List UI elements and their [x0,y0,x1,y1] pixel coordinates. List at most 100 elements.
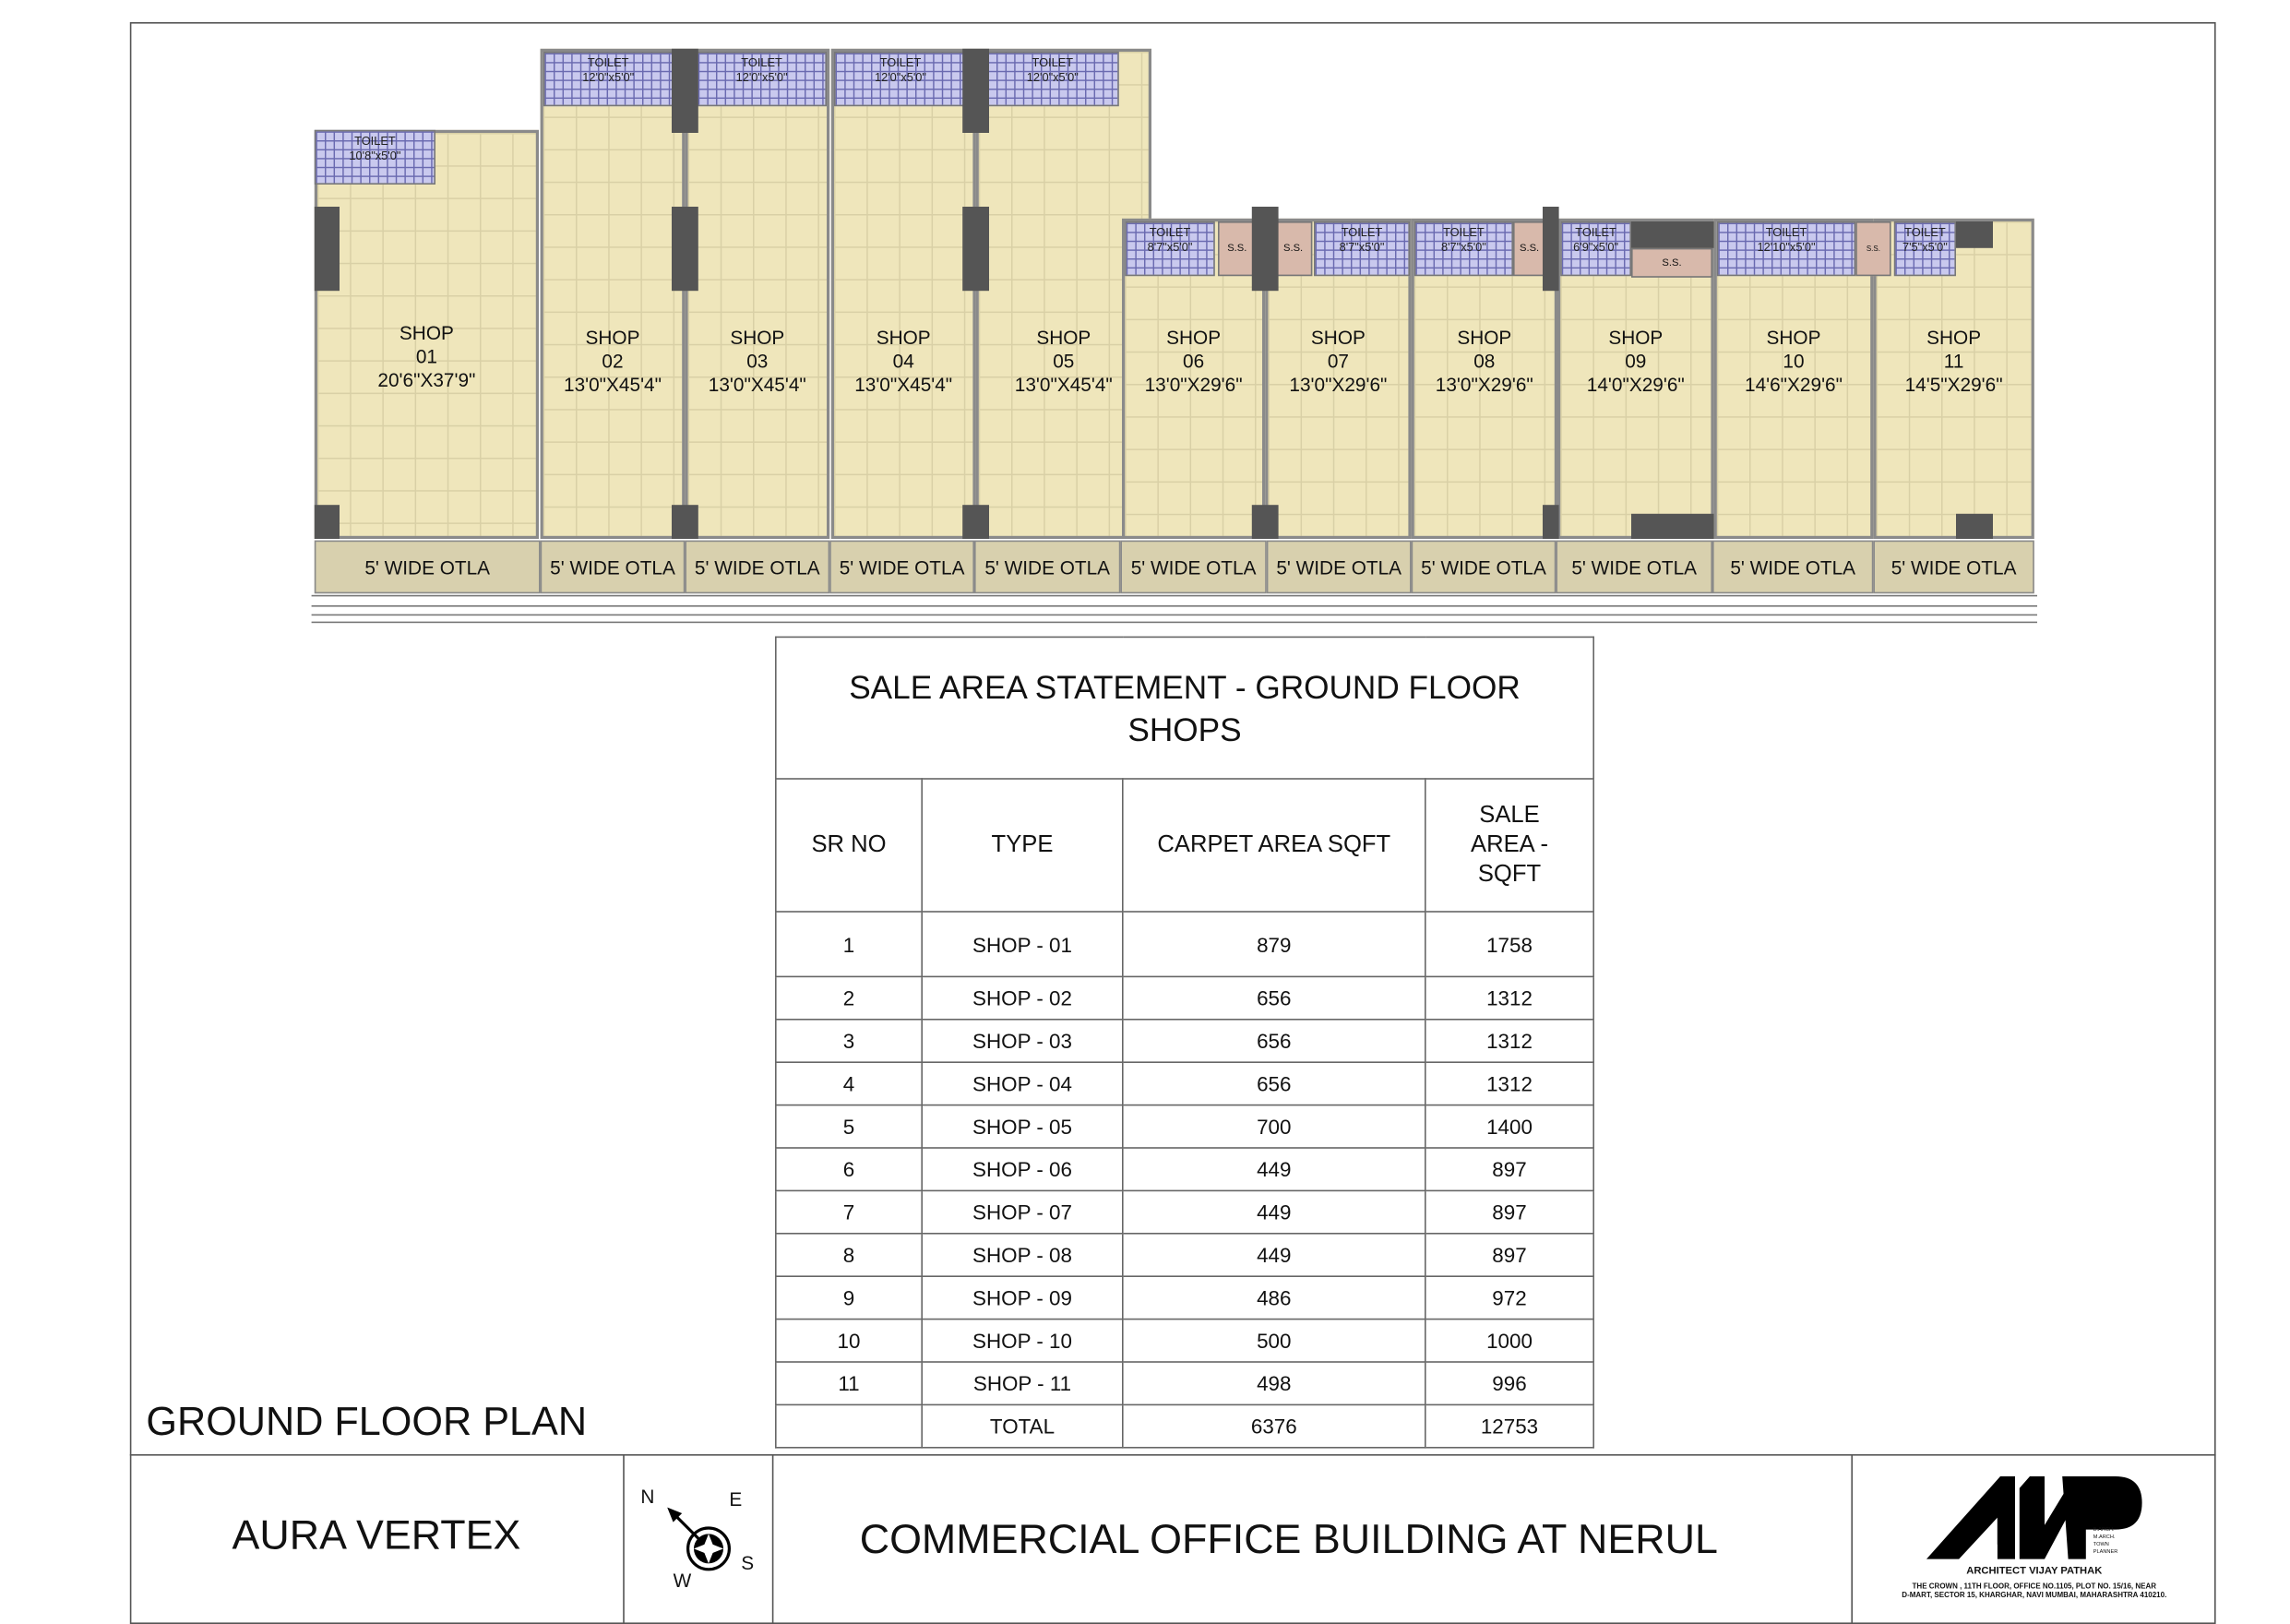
shop-label: SHOP [1036,326,1091,349]
carpet-area-cell: 656 [1122,1019,1426,1064]
shop-floor [830,48,976,540]
type-cell: SHOP - 11 [921,1361,1124,1406]
shop-no: 07 [1327,350,1349,373]
sale-area-cell: 1312 [1425,1061,1595,1106]
column [314,207,340,292]
column [672,505,698,539]
shop-floor [685,48,830,540]
otla: 5' WIDE OTLA [829,540,974,594]
sr-no-cell: 11 [774,1361,924,1406]
otla: 5' WIDE OTLA [540,540,686,594]
header-carpet-area: CARPET AREA SQFT [1122,778,1426,913]
toilet-size: 12'0"x5'0" [875,70,926,85]
qual: PLANNER [2093,1548,2118,1555]
toilet-size: 8'7"x5'0" [1440,240,1486,255]
toilet-label: TOILET [354,134,396,148]
compass-s: S [741,1551,755,1574]
shop-no: 01 [415,345,437,368]
shop-label: SHOP [1457,326,1512,349]
table-title: SALE AREA STATEMENT - GROUND FLOOR SHOPS [774,636,1595,780]
shop-size: 14'6"X29'6" [1745,373,1843,396]
sale-area-cell: 897 [1425,1147,1595,1192]
shop-floor [540,48,686,540]
column [1251,207,1279,292]
sr-no-cell: 4 [774,1061,924,1106]
shop-no: 08 [1473,350,1496,373]
otla: 5' WIDE OTLA [314,540,541,594]
otla: 5' WIDE OTLA [1556,540,1712,594]
road-line [311,621,2038,624]
plan-title: GROUND FLOOR PLAN [146,1399,588,1444]
divider [623,1454,625,1624]
type-cell: SHOP - 01 [921,911,1124,978]
column [672,207,698,292]
toilet-size: 12'0"x5'0" [1026,70,1079,85]
type-cell: SHOP - 09 [921,1275,1124,1320]
carpet-area-cell: 656 [1122,975,1426,1021]
sr-no-cell: 6 [774,1147,924,1192]
shop-size: 13'0"X45'4" [1014,373,1113,396]
sale-area-cell: 1400 [1425,1104,1595,1149]
shop-floor [975,48,1151,540]
shop-label: SHOP [585,326,640,349]
sr-no-cell: 8 [774,1233,924,1278]
sale-area-cell: 12753 [1425,1403,1595,1449]
carpet-area-cell: 449 [1122,1233,1426,1278]
qual: M.ARCH. [2093,1534,2116,1540]
toilet-label: TOILET [1443,225,1485,240]
column [962,48,989,133]
shaft: S.S. [1631,247,1712,278]
sale-area-cell: 1000 [1425,1318,1595,1363]
type-cell: SHOP - 06 [921,1147,1124,1192]
type-cell: SHOP - 02 [921,975,1124,1021]
shop-size: 14'0"X29'6" [1586,373,1685,396]
carpet-area-cell: 6376 [1122,1403,1426,1449]
toilet-label: TOILET [1904,225,1946,240]
logo-qualifications: B.ARCH. M.ARCH. TOWN PLANNER [2093,1526,2117,1556]
shop-size: 13'0"X29'6" [1144,373,1243,396]
compass-rose-icon [667,1507,731,1571]
carpet-area-cell: 498 [1122,1361,1426,1406]
sale-area-cell: 1312 [1425,975,1595,1021]
toilet-size: 6'9"x5'0" [1573,240,1619,255]
sale-area-table: SALE AREA STATEMENT - GROUND FLOOR SHOPS… [774,636,1595,1449]
toilet-size: 7'5"x5'0" [1902,240,1948,255]
shop-label: SHOP [1310,326,1366,349]
qual: TOWN [2093,1541,2109,1547]
toilet-label: TOILET [1149,225,1191,240]
type-cell: SHOP - 08 [921,1233,1124,1278]
shop-no: 06 [1183,350,1205,373]
column [1543,207,1559,292]
carpet-area-cell: 879 [1122,911,1426,978]
type-cell: SHOP - 05 [921,1104,1124,1149]
sr-no-cell: 5 [774,1104,924,1149]
otla: 5' WIDE OTLA [1873,540,2034,594]
shaft: S.S. [1273,221,1313,277]
type-cell: SHOP - 04 [921,1061,1124,1106]
compass: N E S W [632,1481,765,1599]
header-type: TYPE [921,778,1124,913]
title-block [129,1454,2216,1624]
shop-no: 11 [1943,350,1964,373]
column [1251,505,1279,539]
